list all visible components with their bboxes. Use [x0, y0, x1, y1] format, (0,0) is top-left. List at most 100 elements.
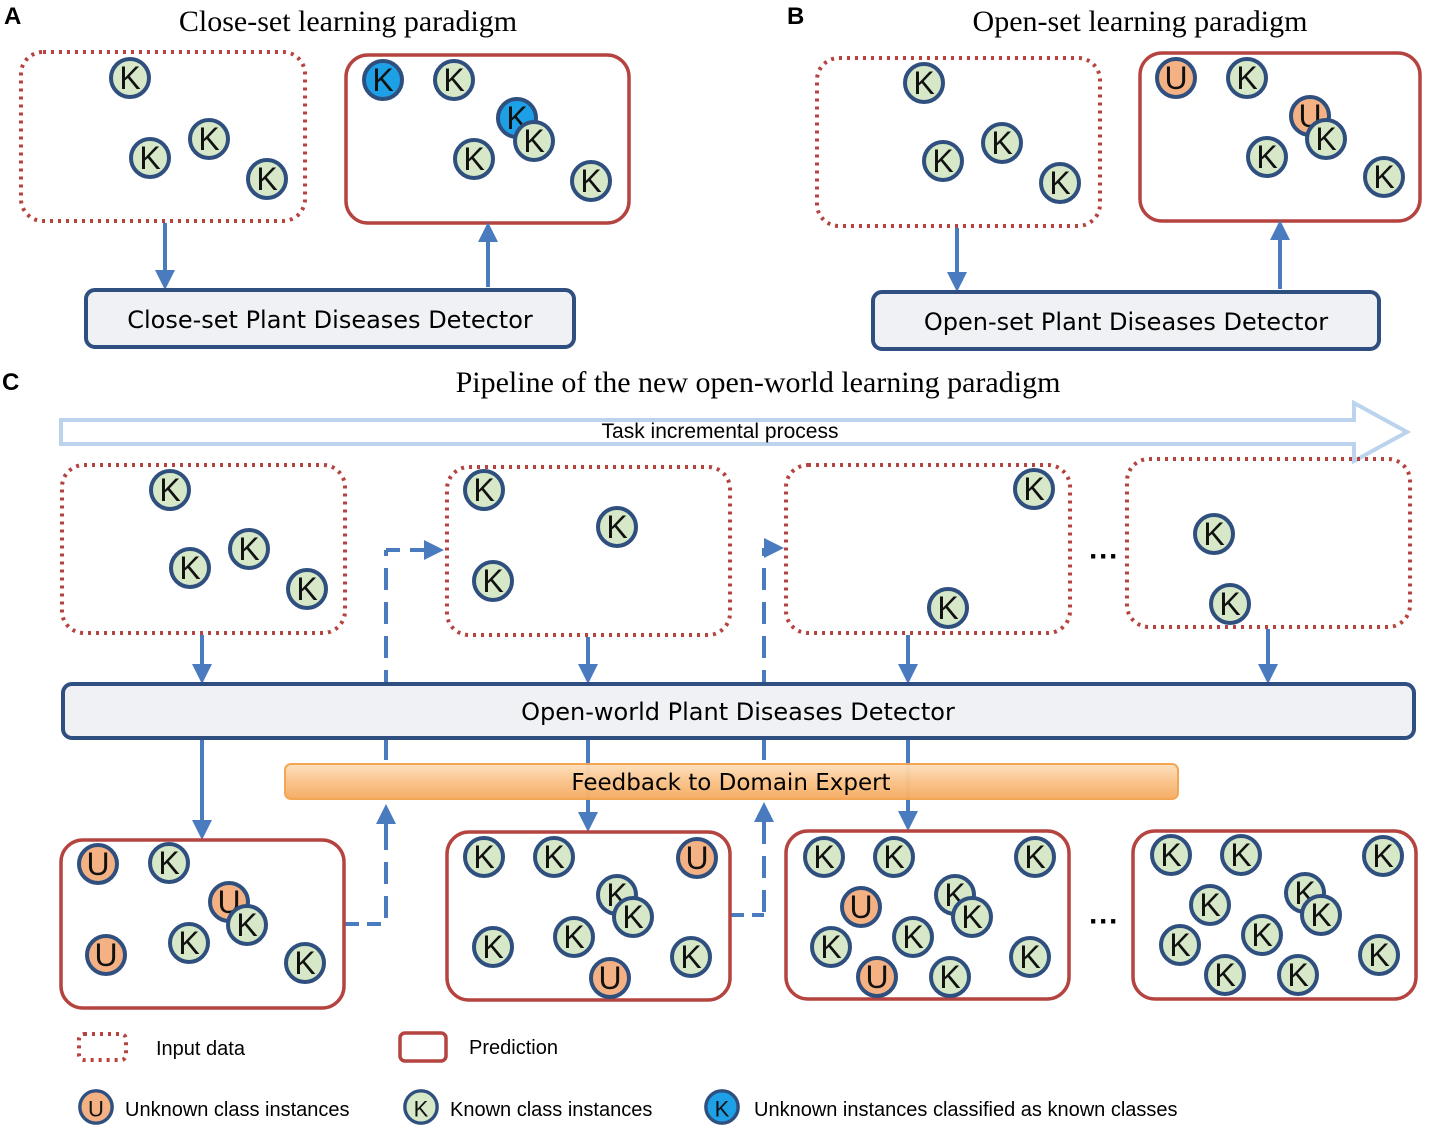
known-instance-marker-letter: K [236, 907, 257, 943]
known-instance-marker: K [1209, 583, 1251, 625]
known-instance-marker: K [109, 57, 151, 99]
known-instance-marker-letter: K [1372, 838, 1393, 874]
known-instance-marker-letter: K [296, 571, 317, 607]
known-instance-marker-letter: K [443, 62, 464, 98]
known-instance-marker-letter: K [1023, 471, 1044, 507]
known-instance-marker: K [463, 469, 505, 511]
known-instance-marker-letter: K [238, 531, 259, 567]
known-instance-marker-letter: K [256, 161, 277, 197]
panel-b-detector-box [871, 290, 1381, 351]
known-instance-marker-letter: K [820, 929, 841, 965]
panel-c-title: Pipeline of the new open-world learning … [456, 366, 1061, 399]
task2-input-markers: K K K [463, 469, 638, 602]
known-instance-marker-letter: K [1315, 121, 1336, 157]
known-instance-marker: K [1150, 834, 1192, 876]
known-instance-marker-letter: K [902, 919, 923, 955]
known-instance-marker: K [1159, 924, 1201, 966]
known-instance-marker-letter: K [1214, 957, 1235, 993]
unknown-instance-marker-letter: U [865, 959, 888, 995]
misclassified-instance-marker-letter: K [715, 1096, 730, 1121]
known-instance-marker-letter: K [1024, 839, 1045, 875]
panel-b: B Open-set learning paradigm Open-set Pl… [787, 3, 1422, 351]
known-instance-marker-letter: K [680, 939, 701, 975]
known-instance-marker: K [246, 158, 288, 200]
known-instance-marker-letter: K [606, 509, 627, 545]
known-instance-marker-letter: K [1236, 60, 1257, 96]
open-world-detector-label: Open-world Plant Diseases Detector [521, 698, 955, 726]
known-instance-marker-letter: K [179, 550, 200, 586]
known-instance-marker: K [1363, 156, 1405, 198]
known-instance-marker: K [612, 896, 654, 938]
known-instance-marker: K [533, 836, 575, 878]
legend-input-swatch [77, 1032, 128, 1062]
known-instance-marker: K [1362, 835, 1404, 877]
misclassified-instance-marker: K [362, 59, 404, 101]
known-instance-marker-letter: K [1251, 917, 1272, 953]
legend-prediction-label: Prediction [469, 1037, 558, 1059]
known-instance-marker: K [553, 916, 595, 958]
task1-prediction-box [59, 838, 346, 1010]
unknown-instance-marker: U [856, 956, 898, 998]
known-instance-marker: K [1358, 934, 1400, 976]
known-instance-marker: K [1305, 118, 1347, 160]
unknown-instance-marker-letter: U [88, 1096, 104, 1121]
task-process-arrow [59, 399, 1412, 465]
known-instance-marker-letter: K [1230, 837, 1251, 873]
known-instance-marker-letter: K [937, 590, 958, 626]
unknown-instance-marker: U [1155, 57, 1197, 99]
known-instance-marker-letter: K [813, 839, 834, 875]
unknown-instance-marker: U [77, 843, 119, 885]
misclassified-instance-marker: K [704, 1089, 740, 1125]
feedback-bar [284, 763, 1179, 800]
known-instance-marker: K [1009, 936, 1051, 978]
known-instance-marker-letter: K [622, 899, 643, 935]
known-instance-marker: K [149, 469, 191, 511]
known-instance-marker: K [168, 922, 210, 964]
known-instance-marker: K [403, 1089, 439, 1125]
unknown-instance-marker-letter: U [86, 846, 109, 882]
known-instance-marker: K [188, 118, 230, 160]
known-instance-marker: K [803, 836, 845, 878]
unknown-instance-marker: U [78, 1089, 114, 1125]
legend-prediction-swatch [398, 1031, 448, 1063]
known-instance-marker-letter: K [1203, 516, 1224, 552]
panel-c: C Pipeline of the new open-world learnin… [2, 366, 1418, 1010]
known-instance-marker: K [929, 956, 971, 998]
known-instance-marker: K [1246, 136, 1288, 178]
legend-known-label: Known class instances [450, 1099, 652, 1121]
panel-a-label: A [4, 3, 21, 30]
known-instance-marker: K [169, 547, 211, 589]
known-instance-marker: K [873, 836, 915, 878]
unknown-instance-marker-letter: U [1164, 60, 1187, 96]
known-instance-marker-letter: K [482, 563, 503, 599]
known-instance-marker-letter: K [294, 945, 315, 981]
known-instance-marker-letter: K [883, 839, 904, 875]
known-instance-marker-letter: K [913, 65, 934, 101]
legend-input-label: Input data [156, 1038, 246, 1060]
known-instance-marker-letter: K [1219, 586, 1240, 622]
unknown-instance-marker: U [85, 934, 127, 976]
panel-a-input-box [19, 50, 307, 223]
known-instance-marker: K [1013, 468, 1055, 510]
known-instance-marker: K [1193, 513, 1235, 555]
known-instance-marker-letter: K [991, 125, 1012, 161]
known-instance-marker: K [513, 120, 555, 162]
known-instance-marker-letter: K [1160, 837, 1181, 873]
unknown-instance-marker-letter: U [849, 889, 872, 925]
task3-prediction-box [784, 829, 1071, 1001]
known-instance-marker: K [472, 560, 514, 602]
known-instance-marker-letter: K [580, 163, 601, 199]
known-instance-marker-letter: K [1049, 165, 1070, 201]
known-instance-marker: K [433, 59, 475, 101]
known-instance-marker: K [1220, 834, 1262, 876]
panel-a-detector-label: Close-set Plant Diseases Detector [127, 306, 533, 334]
known-instance-marker-letter: K [473, 839, 494, 875]
known-instance-marker: K [286, 568, 328, 610]
known-instance-marker-letter: K [1169, 927, 1190, 963]
